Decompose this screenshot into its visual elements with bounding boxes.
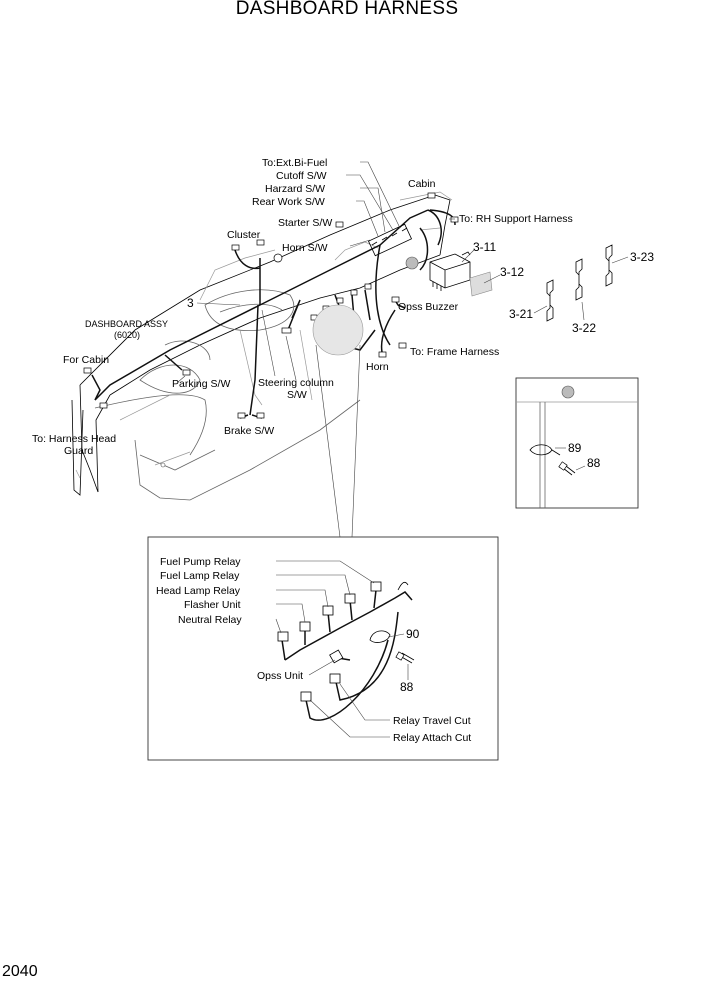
label-head-lamp-relay: Head Lamp Relay bbox=[156, 585, 241, 597]
label-cutoff-sw: Cutoff S/W bbox=[276, 170, 327, 182]
page-number: 2040 bbox=[2, 963, 38, 980]
label-opss-buzzer: Opss Buzzer bbox=[398, 301, 459, 313]
label-harzard-sw: Harzard S/W bbox=[265, 183, 325, 195]
label-for-cabin: For Cabin bbox=[63, 354, 109, 366]
label-cabin: Cabin bbox=[408, 178, 436, 190]
page-title: DASHBOARD HARNESS bbox=[235, 0, 459, 19]
label-brake-sw: Brake S/W bbox=[224, 425, 274, 437]
label-fuel-lamp-relay: Fuel Lamp Relay bbox=[160, 570, 240, 582]
part-number-3-12: 3-12 bbox=[500, 265, 524, 279]
label-neutral-relay: Neutral Relay bbox=[178, 614, 242, 626]
part-number-89: 89 bbox=[568, 441, 582, 455]
clamp-detail-box: 89 88 bbox=[515, 377, 639, 509]
label-rh-support: To: RH Support Harness bbox=[459, 213, 573, 225]
part-number-88-clamp: 88 bbox=[587, 456, 601, 470]
label-steering-sw: S/W bbox=[287, 389, 307, 401]
label-ext-bifuel: To:Ext.Bi-Fuel bbox=[262, 157, 327, 169]
label-relay-travel-cut: Relay Travel Cut bbox=[393, 715, 471, 727]
label-opss-unit: Opss Unit bbox=[257, 670, 303, 682]
label-starter-sw: Starter S/W bbox=[278, 217, 332, 229]
buzzer-module bbox=[429, 249, 501, 297]
part-number-90: 90 bbox=[406, 627, 420, 641]
main-harness-wire bbox=[83, 192, 459, 538]
label-harness-head-guard: Guard bbox=[64, 445, 93, 457]
label-fuel-pump-relay: Fuel Pump Relay bbox=[160, 556, 241, 568]
part-number-3: 3 bbox=[187, 296, 194, 310]
label-dashboard-assy: DASHBOARD ASSY bbox=[85, 319, 168, 329]
brackets bbox=[533, 244, 629, 322]
label-horn: Horn bbox=[366, 361, 389, 373]
label-steering-column: Steering column bbox=[258, 377, 334, 389]
relay-detail-box: Fuel Pump Relay Fuel Lamp Relay Head Lam… bbox=[147, 536, 499, 761]
label-horn-sw: Horn S/W bbox=[282, 242, 328, 254]
part-number-88-detail: 88 bbox=[400, 680, 414, 694]
label-cluster: Cluster bbox=[227, 229, 261, 241]
leader-lines bbox=[177, 161, 455, 383]
part-number-3-11: 3-11 bbox=[473, 240, 496, 254]
label-flasher-unit: Flasher Unit bbox=[184, 599, 241, 611]
label-relay-attach-cut: Relay Attach Cut bbox=[393, 732, 471, 744]
label-parking-sw: Parking S/W bbox=[172, 378, 230, 390]
label-harness-head: To: Harness Head bbox=[32, 433, 116, 445]
part-number-3-22: 3-22 bbox=[572, 321, 596, 335]
part-number-3-21: 3-21 bbox=[509, 307, 533, 321]
label-frame-harness: To: Frame Harness bbox=[410, 346, 499, 358]
dashboard-body bbox=[71, 191, 453, 501]
label-dashboard-assy-code: (6020) bbox=[114, 330, 140, 340]
part-number-3-23: 3-23 bbox=[630, 250, 654, 264]
main-labels: To:Ext.Bi-Fuel Cutoff S/W Harzard S/W Re… bbox=[32, 157, 654, 457]
label-rear-work-sw: Rear Work S/W bbox=[252, 196, 325, 208]
